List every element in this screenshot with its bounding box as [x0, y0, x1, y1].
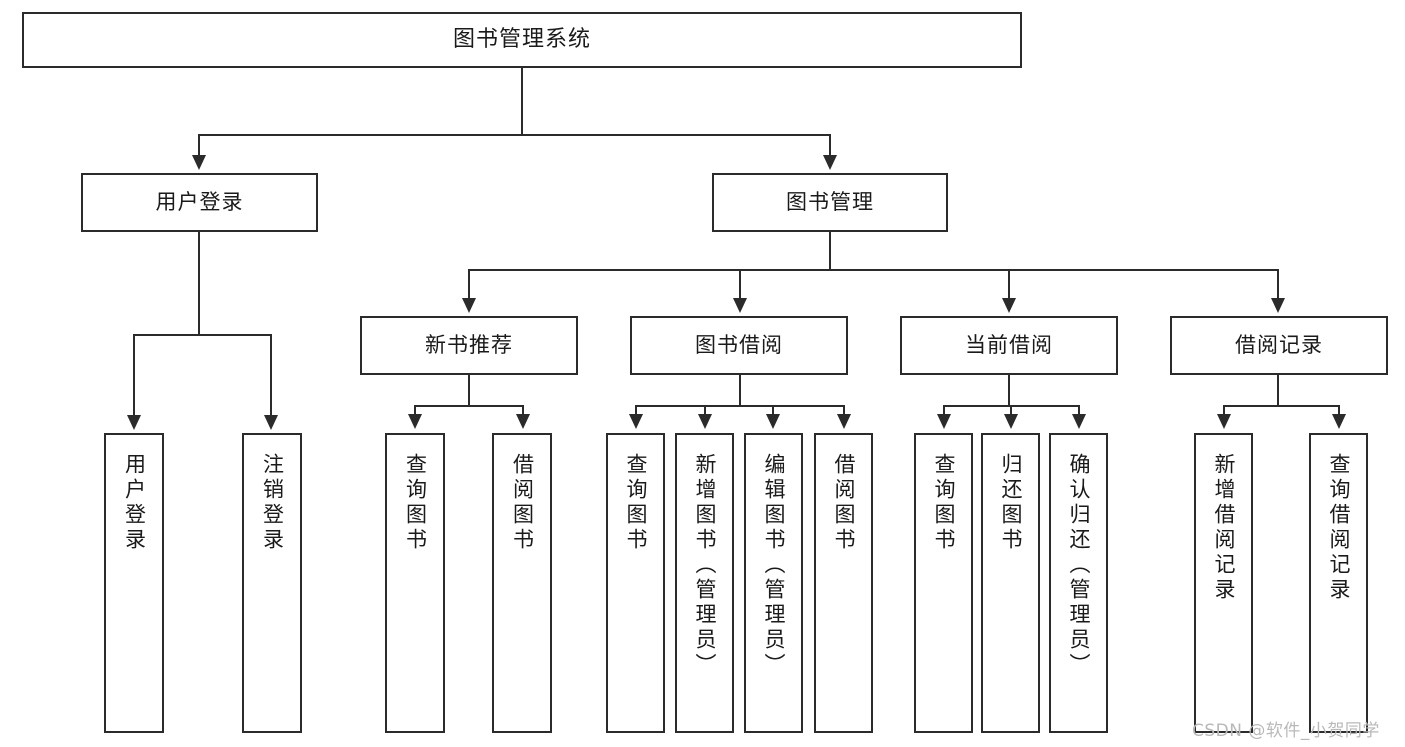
- leaf-user-login-logout[interactable]: 注销登录: [242, 433, 302, 733]
- node-new-book-recommend[interactable]: 新书推荐: [360, 316, 578, 375]
- node-label: 借阅记录: [1235, 332, 1323, 357]
- leaf-borrow-borrow-book[interactable]: 借阅图书: [814, 433, 873, 733]
- node-label: 新书推荐: [425, 332, 513, 357]
- leaf-label: 新增图书（管理员）: [693, 453, 717, 678]
- arrow-book-borrow-leaf-3: [766, 414, 780, 429]
- connector-new-book-bar: [414, 405, 523, 407]
- leaf-borrow-query-book[interactable]: 查询图书: [606, 433, 665, 733]
- arrow-root-to-book-mgmt: [823, 155, 837, 170]
- connector-book-mgmt-drop-1: [468, 269, 470, 301]
- leaf-new-book-borrow[interactable]: 借阅图书: [492, 433, 552, 733]
- leaf-label: 查询图书: [932, 453, 956, 553]
- arrow-current-borrow-leaf-2: [1004, 414, 1018, 429]
- arrow-new-book-leaf-2: [516, 414, 530, 429]
- connector-borrow-records-drop-2: [1338, 405, 1340, 417]
- arrow-book-borrow-leaf-4: [837, 414, 851, 429]
- connector-user-login-bar: [133, 334, 271, 336]
- leaf-label: 查询图书: [403, 453, 428, 553]
- connector-book-mgmt-drop-2: [739, 269, 741, 301]
- connector-book-mgmt-bar: [468, 269, 1279, 271]
- leaf-records-query-record[interactable]: 查询借阅记录: [1309, 433, 1368, 733]
- leaf-label: 查询借阅记录: [1327, 453, 1351, 603]
- connector-root-stem: [521, 68, 523, 135]
- connector-new-book-drop-1: [414, 405, 416, 417]
- leaf-current-query-book[interactable]: 查询图书: [914, 433, 973, 733]
- leaf-label: 借阅图书: [832, 453, 856, 553]
- node-book-borrow[interactable]: 图书借阅: [630, 316, 848, 375]
- arrow-book-mgmt-child-4: [1271, 298, 1285, 313]
- connector-root-to-user-login: [198, 134, 200, 158]
- connector-book-mgmt-drop-4: [1277, 269, 1279, 301]
- node-label: 图书管理系统: [452, 26, 591, 52]
- node-borrow-records[interactable]: 借阅记录: [1170, 316, 1388, 375]
- leaf-label: 借阅图书: [510, 453, 535, 553]
- arrow-user-login-leaf-1: [127, 415, 141, 430]
- arrow-book-borrow-leaf-2: [698, 414, 712, 429]
- connector-book-borrow-stem: [739, 375, 741, 407]
- node-label: 图书借阅: [695, 332, 783, 357]
- arrow-new-book-leaf-1: [408, 414, 422, 429]
- arrow-current-borrow-leaf-3: [1072, 414, 1086, 429]
- arrow-user-login-leaf-2: [264, 415, 278, 430]
- leaf-new-book-query[interactable]: 查询图书: [385, 433, 445, 733]
- leaf-label: 用户登录: [122, 453, 147, 553]
- connector-book-mgmt-drop-3: [1008, 269, 1010, 301]
- connector-book-mgmt-stem: [829, 232, 831, 271]
- connector-current-borrow-drop-1: [943, 405, 945, 417]
- arrow-borrow-records-leaf-2: [1332, 414, 1346, 429]
- connector-user-login-drop-1: [133, 334, 135, 418]
- leaf-label: 编辑图书（管理员）: [762, 453, 786, 678]
- connector-root-to-book-mgmt: [829, 134, 831, 158]
- arrow-current-borrow-leaf-1: [937, 414, 951, 429]
- node-label: 用户登录: [155, 189, 244, 214]
- leaf-borrow-add-book[interactable]: 新增图书（管理员）: [675, 433, 734, 733]
- connector-borrow-records-stem: [1277, 375, 1279, 407]
- leaf-records-add-record[interactable]: 新增借阅记录: [1194, 433, 1253, 733]
- arrow-borrow-records-leaf-1: [1217, 414, 1231, 429]
- connector-user-login-stem: [198, 232, 200, 335]
- connector-new-book-stem: [468, 375, 470, 407]
- leaf-user-login-login[interactable]: 用户登录: [104, 433, 164, 733]
- connector-root-bar: [198, 134, 830, 136]
- node-label: 图书管理: [786, 189, 874, 214]
- connector-current-borrow-stem: [1008, 375, 1010, 407]
- leaf-label: 归还图书: [999, 453, 1023, 553]
- connector-book-borrow-drop-4: [843, 405, 845, 417]
- node-root-system[interactable]: 图书管理系统: [22, 12, 1022, 68]
- leaf-current-return-book[interactable]: 归还图书: [981, 433, 1040, 733]
- node-user-login[interactable]: 用户登录: [81, 173, 318, 232]
- leaf-label: 确认归还（管理员）: [1067, 453, 1091, 678]
- arrow-book-mgmt-child-2: [733, 298, 747, 313]
- arrow-book-borrow-leaf-1: [629, 414, 643, 429]
- connector-user-login-drop-2: [270, 334, 272, 418]
- connector-book-borrow-bar: [635, 405, 844, 407]
- connector-borrow-records-bar: [1223, 405, 1339, 407]
- leaf-label: 新增借阅记录: [1212, 453, 1236, 603]
- leaf-label: 查询图书: [624, 453, 648, 553]
- watermark-text: CSDN @软件_小贺同学: [1192, 721, 1380, 741]
- connector-book-borrow-drop-2: [704, 405, 706, 417]
- leaf-borrow-edit-book[interactable]: 编辑图书（管理员）: [744, 433, 803, 733]
- node-book-management[interactable]: 图书管理: [712, 173, 948, 232]
- connector-book-borrow-drop-1: [635, 405, 637, 417]
- connector-current-borrow-drop-2: [1010, 405, 1012, 417]
- arrow-root-to-user-login: [192, 155, 206, 170]
- connector-current-borrow-drop-3: [1078, 405, 1080, 417]
- arrow-book-mgmt-child-3: [1002, 298, 1016, 313]
- arrow-book-mgmt-child-1: [462, 298, 476, 313]
- connector-borrow-records-drop-1: [1223, 405, 1225, 417]
- connector-book-borrow-drop-3: [772, 405, 774, 417]
- connector-new-book-drop-2: [522, 405, 524, 417]
- node-current-borrow[interactable]: 当前借阅: [900, 316, 1118, 375]
- leaf-label: 注销登录: [260, 453, 285, 553]
- leaf-current-confirm-return[interactable]: 确认归还（管理员）: [1049, 433, 1108, 733]
- node-label: 当前借阅: [965, 332, 1053, 357]
